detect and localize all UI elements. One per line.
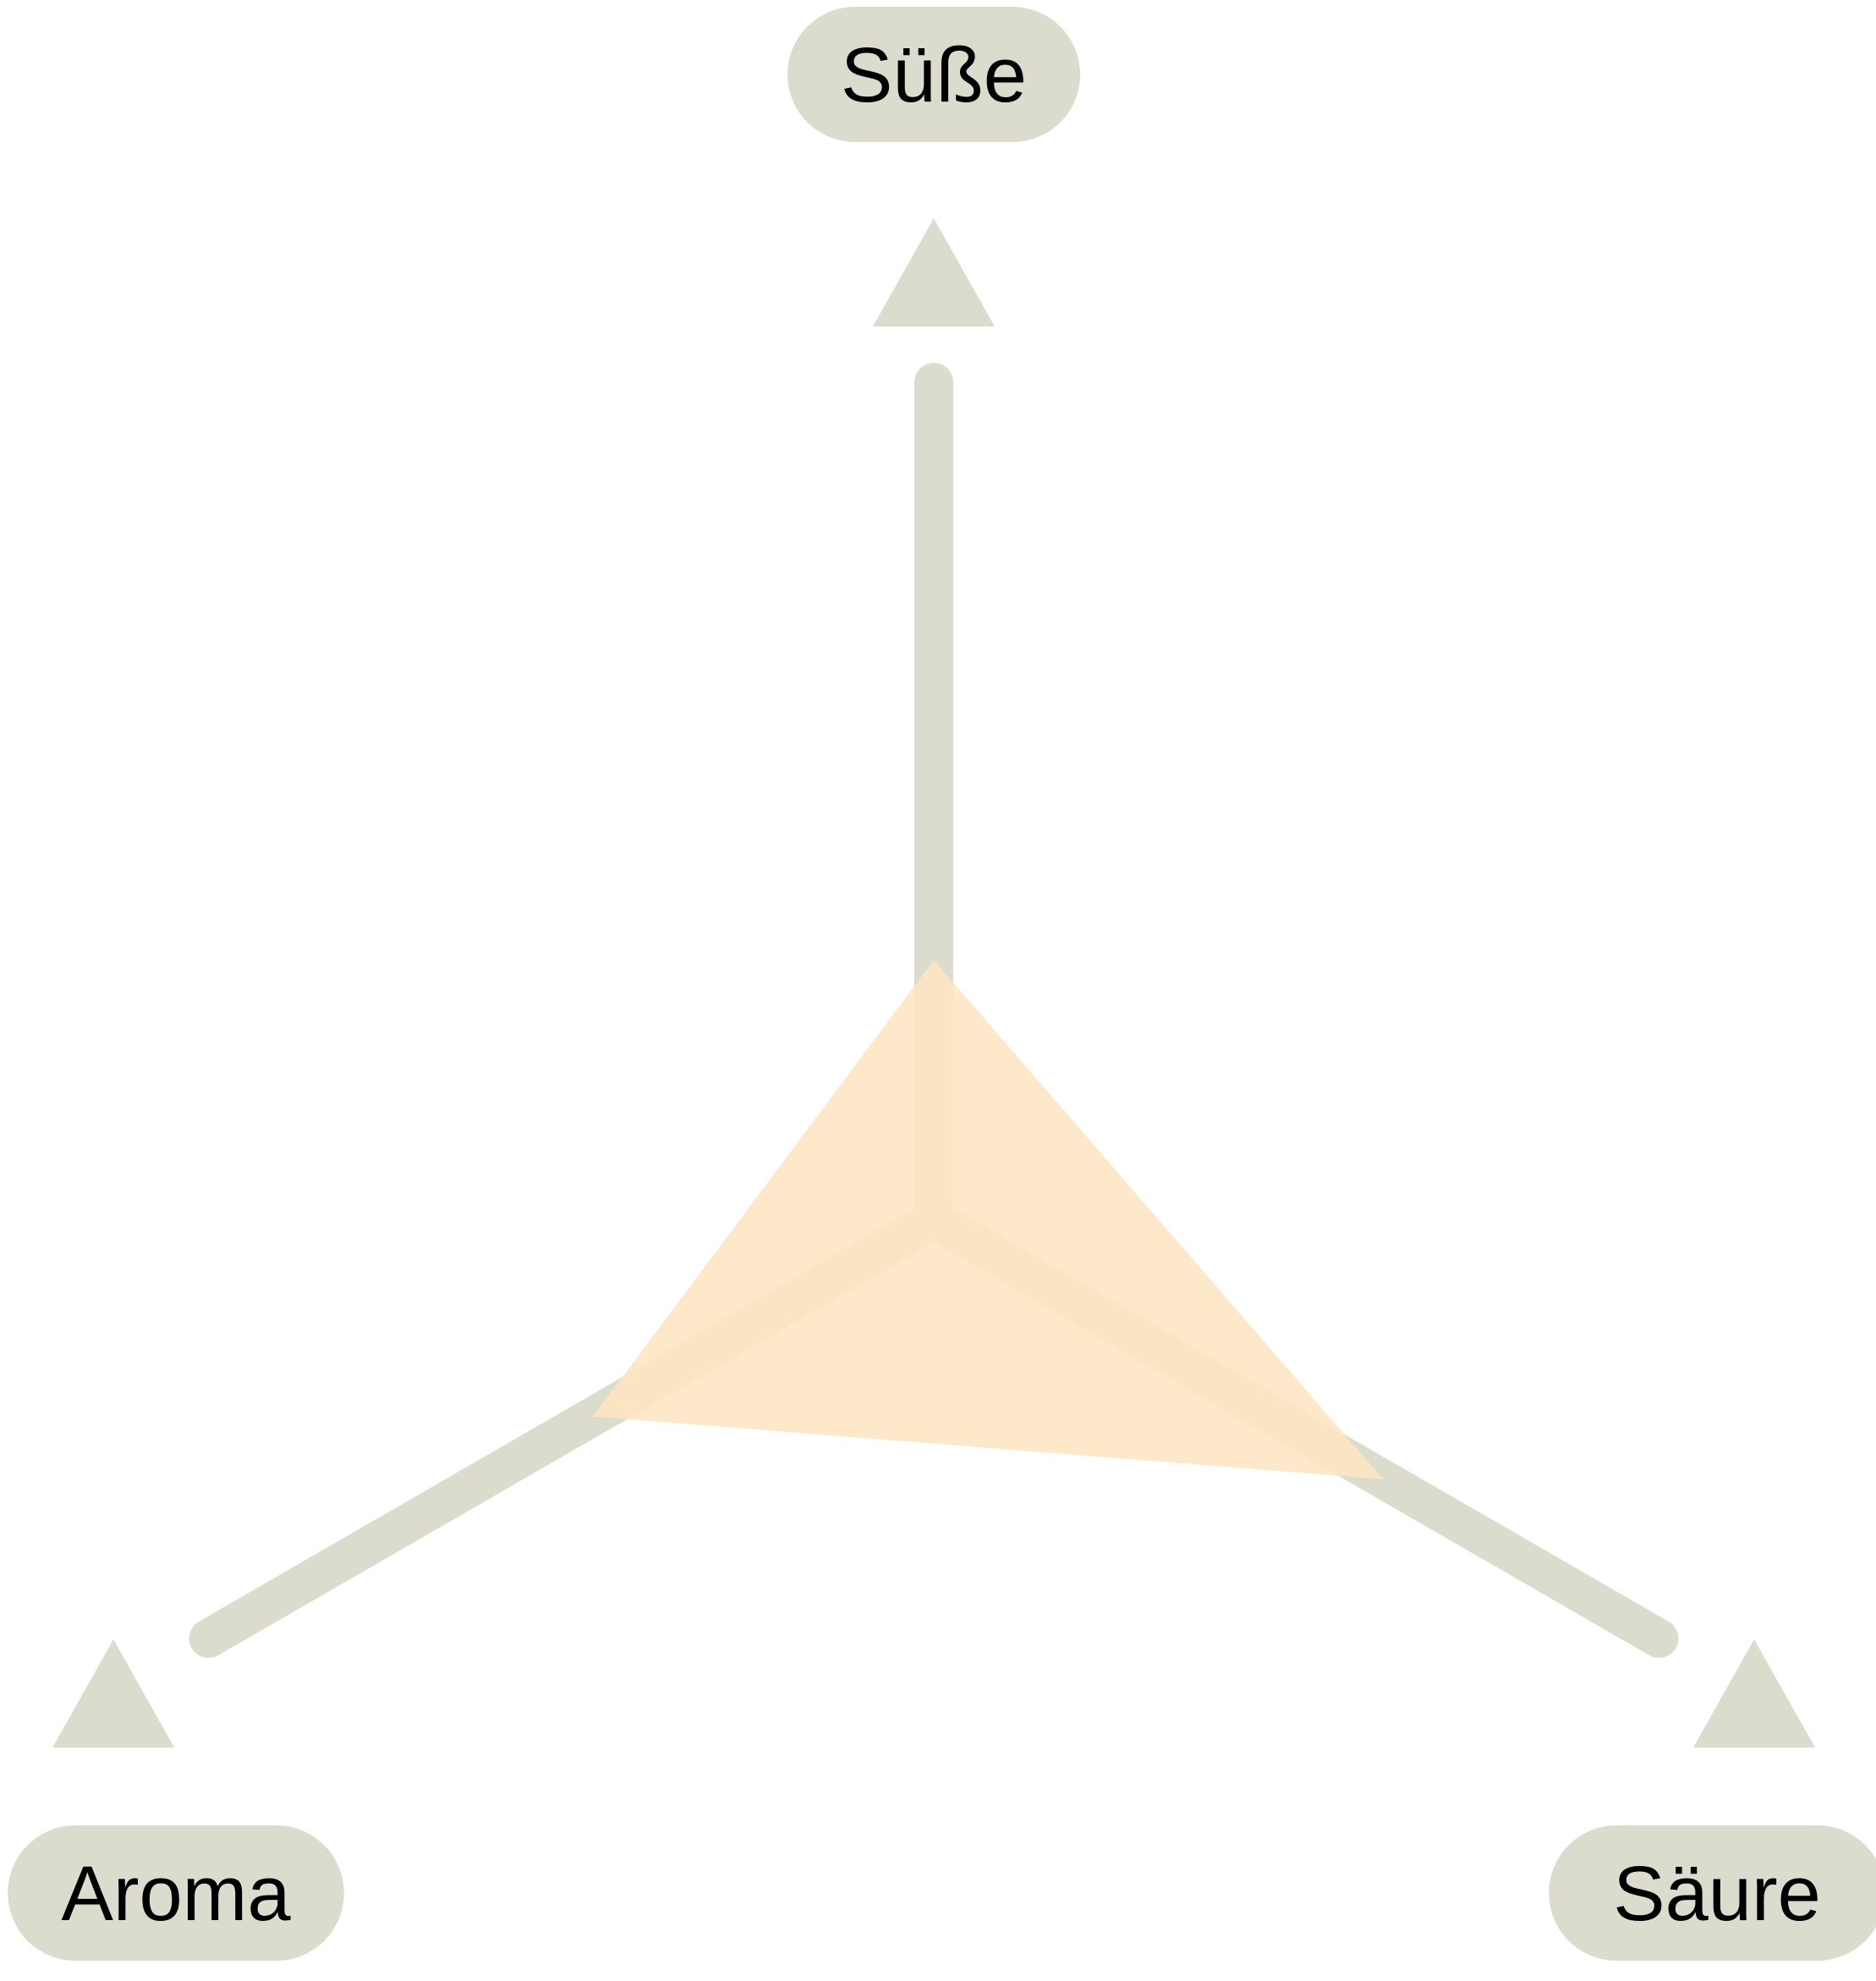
axis-label-text-saeure: Säure — [1613, 1851, 1821, 1937]
axis-label-pill-suesse — [787, 7, 1081, 142]
axis-label-saeure: Säure — [1549, 1825, 1876, 1961]
area-layer — [593, 960, 1384, 1479]
axis-arrow-aroma — [52, 1639, 175, 1748]
axis-label-pill-saeure — [1549, 1825, 1876, 1961]
axis-label-suesse: Süße — [787, 7, 1081, 142]
axis-arrow-suesse — [873, 218, 995, 327]
axis-label-aroma: Aroma — [8, 1825, 344, 1961]
axis-arrow-saeure — [1692, 1639, 1815, 1748]
axis-label-text-aroma: Aroma — [62, 1851, 292, 1937]
axis-label-text-suesse: Süße — [841, 32, 1027, 118]
radar-area — [593, 960, 1384, 1479]
axis-label-pill-aroma — [8, 1825, 344, 1961]
